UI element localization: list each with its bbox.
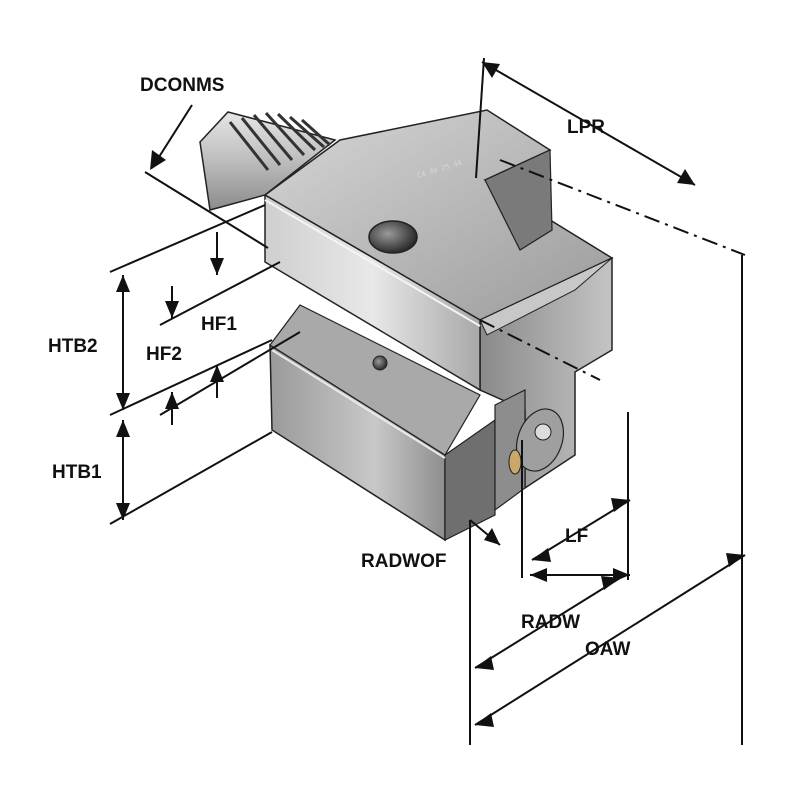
dimension-lines	[109, 57, 746, 745]
clamp-bolt-hole	[368, 220, 418, 254]
label-dconms: DCONMS	[140, 75, 224, 96]
wedge-face	[479, 257, 613, 336]
label-htb2: HTB2	[48, 336, 98, 357]
shank-serrations	[228, 111, 331, 171]
tool-holder: C4 40 25 44	[199, 109, 614, 542]
label-lf: LF	[565, 526, 588, 547]
label-htb1: HTB1	[52, 462, 102, 483]
label-hf2: HF2	[146, 344, 182, 365]
label-radwof: RADWOF	[361, 551, 446, 572]
insert-screw-icon	[534, 423, 552, 441]
base-screw-hole	[372, 355, 388, 371]
base-block-top	[269, 304, 481, 456]
label-radw: RADW	[521, 612, 580, 633]
main-block-front	[264, 193, 481, 392]
coolant-port	[508, 449, 522, 475]
label-oaw: OAW	[585, 639, 630, 660]
dimension-arrowheads	[116, 62, 745, 727]
main-block-slot	[484, 149, 553, 251]
clamp-lower-side	[494, 389, 526, 512]
cutting-insert-seat	[516, 408, 564, 472]
label-hf1: HF1	[201, 314, 237, 335]
base-block-side	[444, 418, 496, 541]
dimension-labels: DCONMS LPR HTB2 HF1 HF2 HTB1 RADWOF LF R…	[48, 75, 630, 660]
label-lpr: LPR	[567, 117, 605, 138]
